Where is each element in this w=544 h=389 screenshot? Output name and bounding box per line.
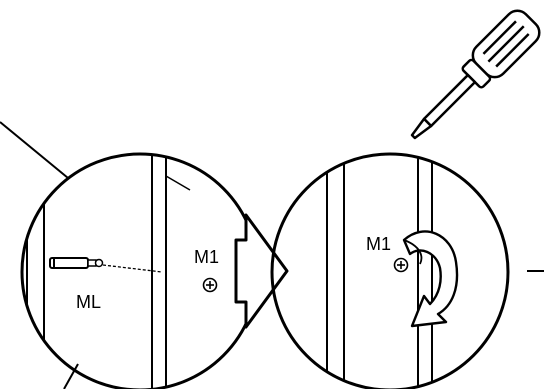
dowel-label: ML (76, 292, 101, 312)
screw-label-right: M1 (366, 234, 391, 254)
screwdriver-icon (410, 9, 541, 140)
screw-label-left: M1 (194, 247, 219, 267)
clockwise-rotate-arrow-icon (402, 230, 459, 328)
dowel-icon (49, 257, 163, 273)
screw-head-icon (393, 257, 409, 273)
screw-head-icon (202, 277, 218, 293)
detail-circle-right: M1 (270, 152, 510, 389)
arrow-right-icon (234, 213, 289, 329)
detail-circle-left: ML M1 (20, 152, 260, 389)
callout-leader-lines (0, 121, 544, 389)
